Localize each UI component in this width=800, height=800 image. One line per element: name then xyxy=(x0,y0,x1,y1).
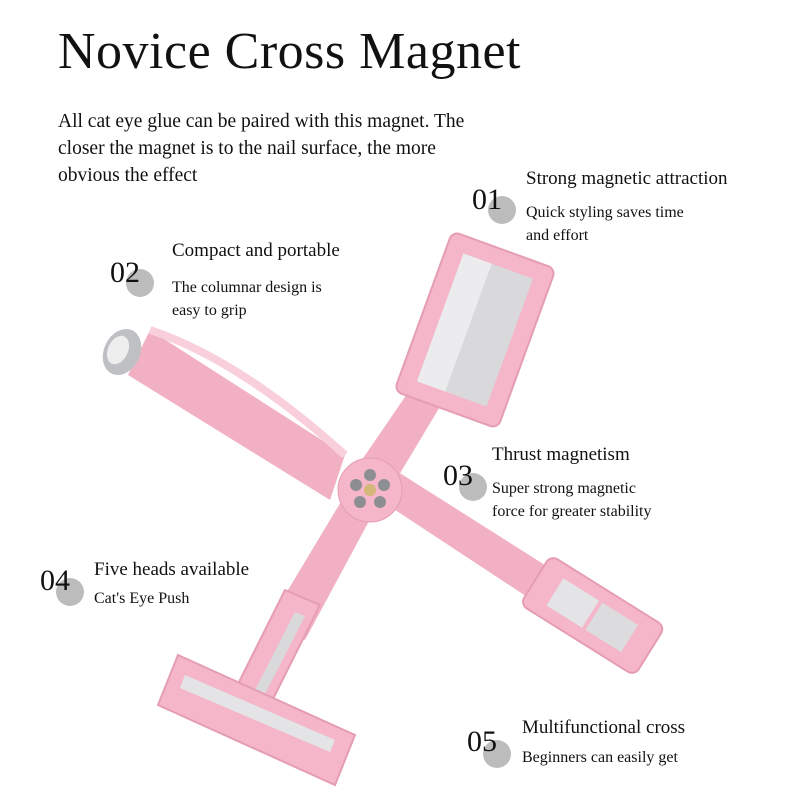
feature-heading: Thrust magnetism xyxy=(492,444,630,465)
badge-dot xyxy=(459,473,487,501)
feature-number: 03 xyxy=(443,459,473,492)
feature-number: 04 xyxy=(40,564,70,597)
feature-number: 02 xyxy=(110,256,140,289)
feature-heading: Strong magnetic attraction xyxy=(526,168,728,189)
feature-desc: Quick styling saves time xyxy=(526,204,684,221)
feature-desc: and effort xyxy=(526,227,589,244)
feature-desc: Beginners can easily get xyxy=(522,749,678,766)
head-lower-left xyxy=(156,588,357,787)
feature-heading: Compact and portable xyxy=(172,240,340,261)
badge-dot xyxy=(488,196,516,224)
badge-dot xyxy=(126,269,154,297)
badge-dot xyxy=(56,578,84,606)
center-flower xyxy=(350,469,390,508)
feature-number: 01 xyxy=(472,183,502,216)
handle xyxy=(102,326,348,500)
feature-desc: Cat's Eye Push xyxy=(94,590,190,607)
head-upper-right xyxy=(395,232,555,428)
feature-desc: force for greater stability xyxy=(492,503,652,520)
feature-number: 05 xyxy=(467,725,497,758)
feature-desc: easy to grip xyxy=(172,302,247,319)
page-title: Novice Cross Magnet xyxy=(58,23,521,80)
feature-desc: Super strong magnetic xyxy=(492,480,636,497)
feature-desc: The columnar design is xyxy=(172,279,322,296)
intro-text: All cat eye glue can be paired with this… xyxy=(58,111,465,186)
feature-heading: Multifunctional cross xyxy=(522,717,686,738)
feature-heading: Five heads available xyxy=(94,559,250,580)
head-lower-right xyxy=(522,557,664,674)
badge-dot xyxy=(483,740,511,768)
